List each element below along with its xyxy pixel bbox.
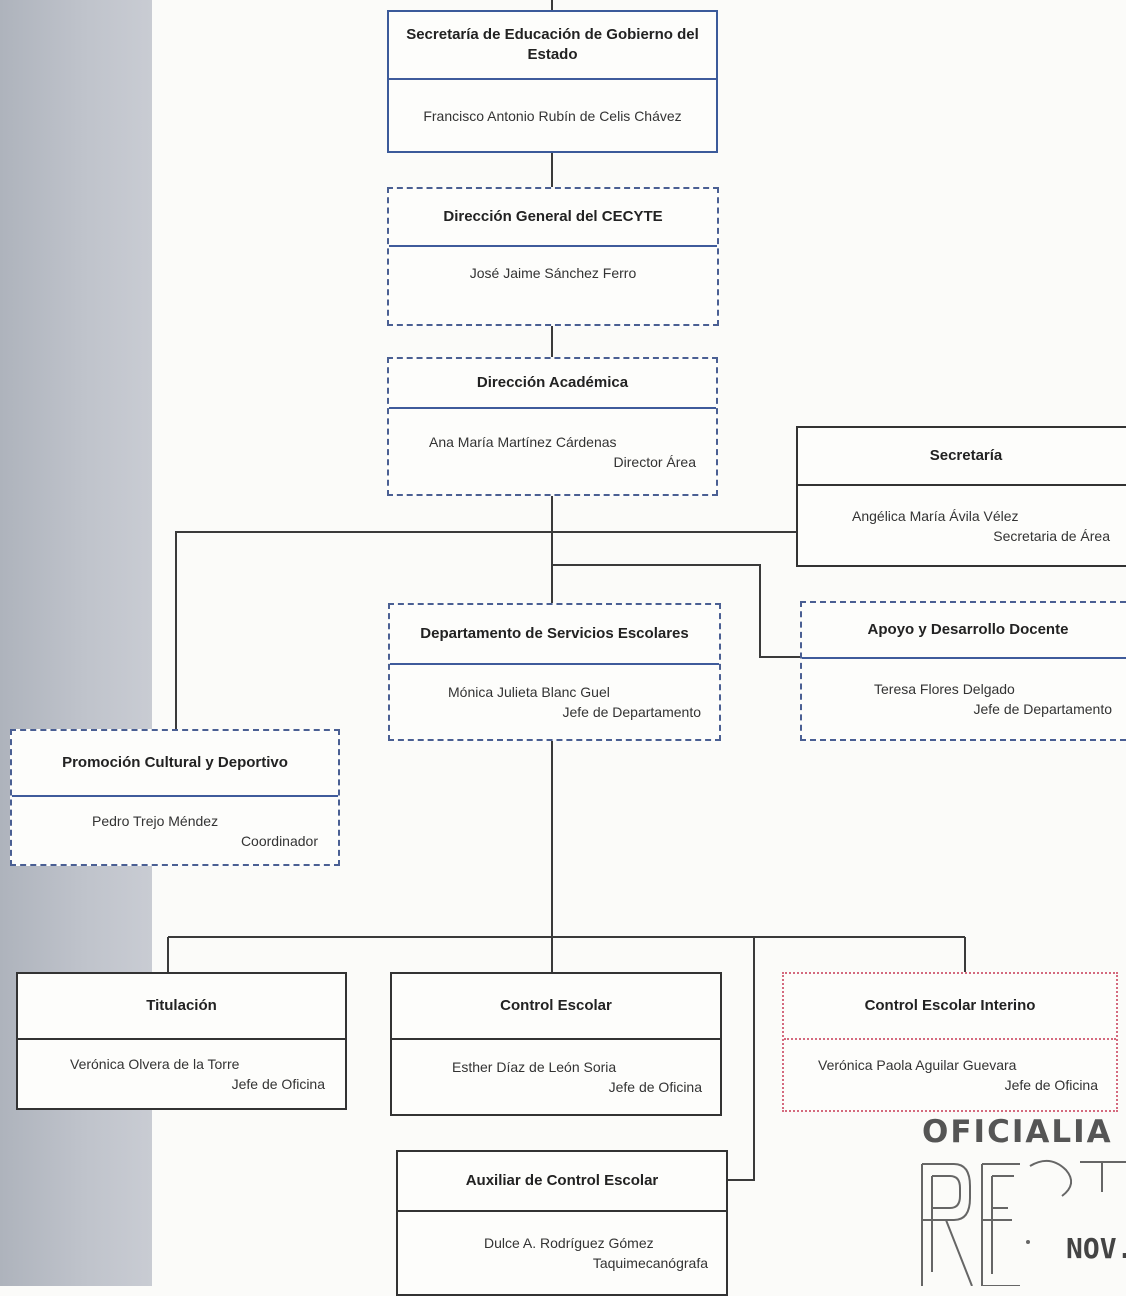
box-body: Esther Díaz de León Soria Jefe de Oficin… <box>392 1040 720 1114</box>
box-secretaria-educacion: Secretaría de Educación de Gobierno del … <box>387 10 718 153</box>
box-title: Apoyo y Desarrollo Docente <box>802 603 1126 659</box>
person-name: Esther Díaz de León Soria <box>452 1059 617 1075</box>
person-role: Jefe de Oficina <box>231 1076 325 1092</box>
box-promocion-cultural: Promoción Cultural y Deportivo Pedro Tre… <box>10 729 340 866</box>
box-body: Verónica Paola Aguilar Guevara Jefe de O… <box>784 1040 1116 1110</box>
person-name: Mónica Julieta Blanc Guel <box>448 684 610 700</box>
box-title: Auxiliar de Control Escolar <box>398 1152 726 1212</box>
person-name: Verónica Olvera de la Torre <box>70 1056 240 1072</box>
person-role: Secretaria de Área <box>993 527 1110 544</box>
box-direccion-academica: Dirección Académica Ana María Martínez C… <box>387 357 718 496</box>
box-title: Secretaría de Educación de Gobierno del … <box>389 12 716 80</box>
person-role: Jefe de Departamento <box>562 704 701 720</box>
box-direccion-general: Dirección General del CECYTE José Jaime … <box>387 187 719 326</box>
person-name: Ana María Martínez Cárdenas <box>429 433 617 450</box>
reception-stamp-graphic <box>921 1159 1126 1286</box>
person-name: Pedro Trejo Méndez <box>92 812 219 829</box>
box-title: Secretaría <box>798 428 1126 486</box>
box-body: Mónica Julieta Blanc Guel Jefe de Depart… <box>390 665 719 739</box>
box-title: Dirección General del CECYTE <box>389 189 717 247</box>
box-body: Ana María Martínez Cárdenas Director Áre… <box>389 409 716 494</box>
person-name: Verónica Paola Aguilar Guevara <box>818 1057 1017 1073</box>
box-control-escolar-interino: Control Escolar Interino Verónica Paola … <box>782 972 1118 1112</box>
box-title: Departamento de Servicios Escolares <box>390 605 719 665</box>
person-role: Coordinador <box>240 832 318 849</box>
box-title: Control Escolar Interino <box>784 974 1116 1040</box>
person-name: Francisco Antonio Rubín de Celis Chávez <box>423 107 682 124</box>
person-role: Taquimecanógrafa <box>592 1255 708 1271</box>
box-body: Pedro Trejo Méndez Coordinador <box>12 797 338 864</box>
stamp-title: OFICIALIA <box>922 1114 1113 1150</box>
person-role: Jefe de Oficina <box>608 1079 702 1095</box>
stamp-date-fragment: NOV. <box>1066 1232 1126 1265</box>
person-name: Teresa Flores Delgado <box>874 681 1015 697</box>
box-body: Angélica María Ávila Vélez Secretaria de… <box>798 486 1126 565</box>
box-servicios-escolares: Departamento de Servicios Escolares Móni… <box>388 603 721 741</box>
box-control-escolar: Control Escolar Esther Díaz de León Sori… <box>390 972 722 1116</box>
box-body: Verónica Olvera de la Torre Jefe de Ofic… <box>18 1040 345 1108</box>
person-role: Director Área <box>613 453 696 470</box>
box-secretaria: Secretaría Angélica María Ávila Vélez Se… <box>796 426 1126 567</box>
box-apoyo-docente: Apoyo y Desarrollo Docente Teresa Flores… <box>800 601 1126 741</box>
box-title: Titulación <box>18 974 345 1040</box>
box-auxiliar-control: Auxiliar de Control Escolar Dulce A. Rod… <box>396 1150 728 1296</box>
person-name: Angélica María Ávila Vélez <box>852 507 1019 524</box>
box-body: Dulce A. Rodríguez Gómez Taquimecanógraf… <box>398 1212 726 1294</box>
box-body: José Jaime Sánchez Ferro <box>389 247 717 324</box>
box-title: Dirección Académica <box>389 359 716 409</box>
box-title: Promoción Cultural y Deportivo <box>12 731 338 797</box>
person-name: Dulce A. Rodríguez Gómez <box>484 1235 654 1251</box>
box-titulacion: Titulación Verónica Olvera de la Torre J… <box>16 972 347 1110</box>
box-body: Teresa Flores Delgado Jefe de Departamen… <box>802 659 1126 739</box>
person-role: Jefe de Departamento <box>973 701 1112 717</box>
person-role: Jefe de Oficina <box>1004 1077 1098 1093</box>
box-body: Francisco Antonio Rubín de Celis Chávez <box>389 80 716 151</box>
person-name: José Jaime Sánchez Ferro <box>469 265 637 281</box>
box-title: Control Escolar <box>392 974 720 1040</box>
